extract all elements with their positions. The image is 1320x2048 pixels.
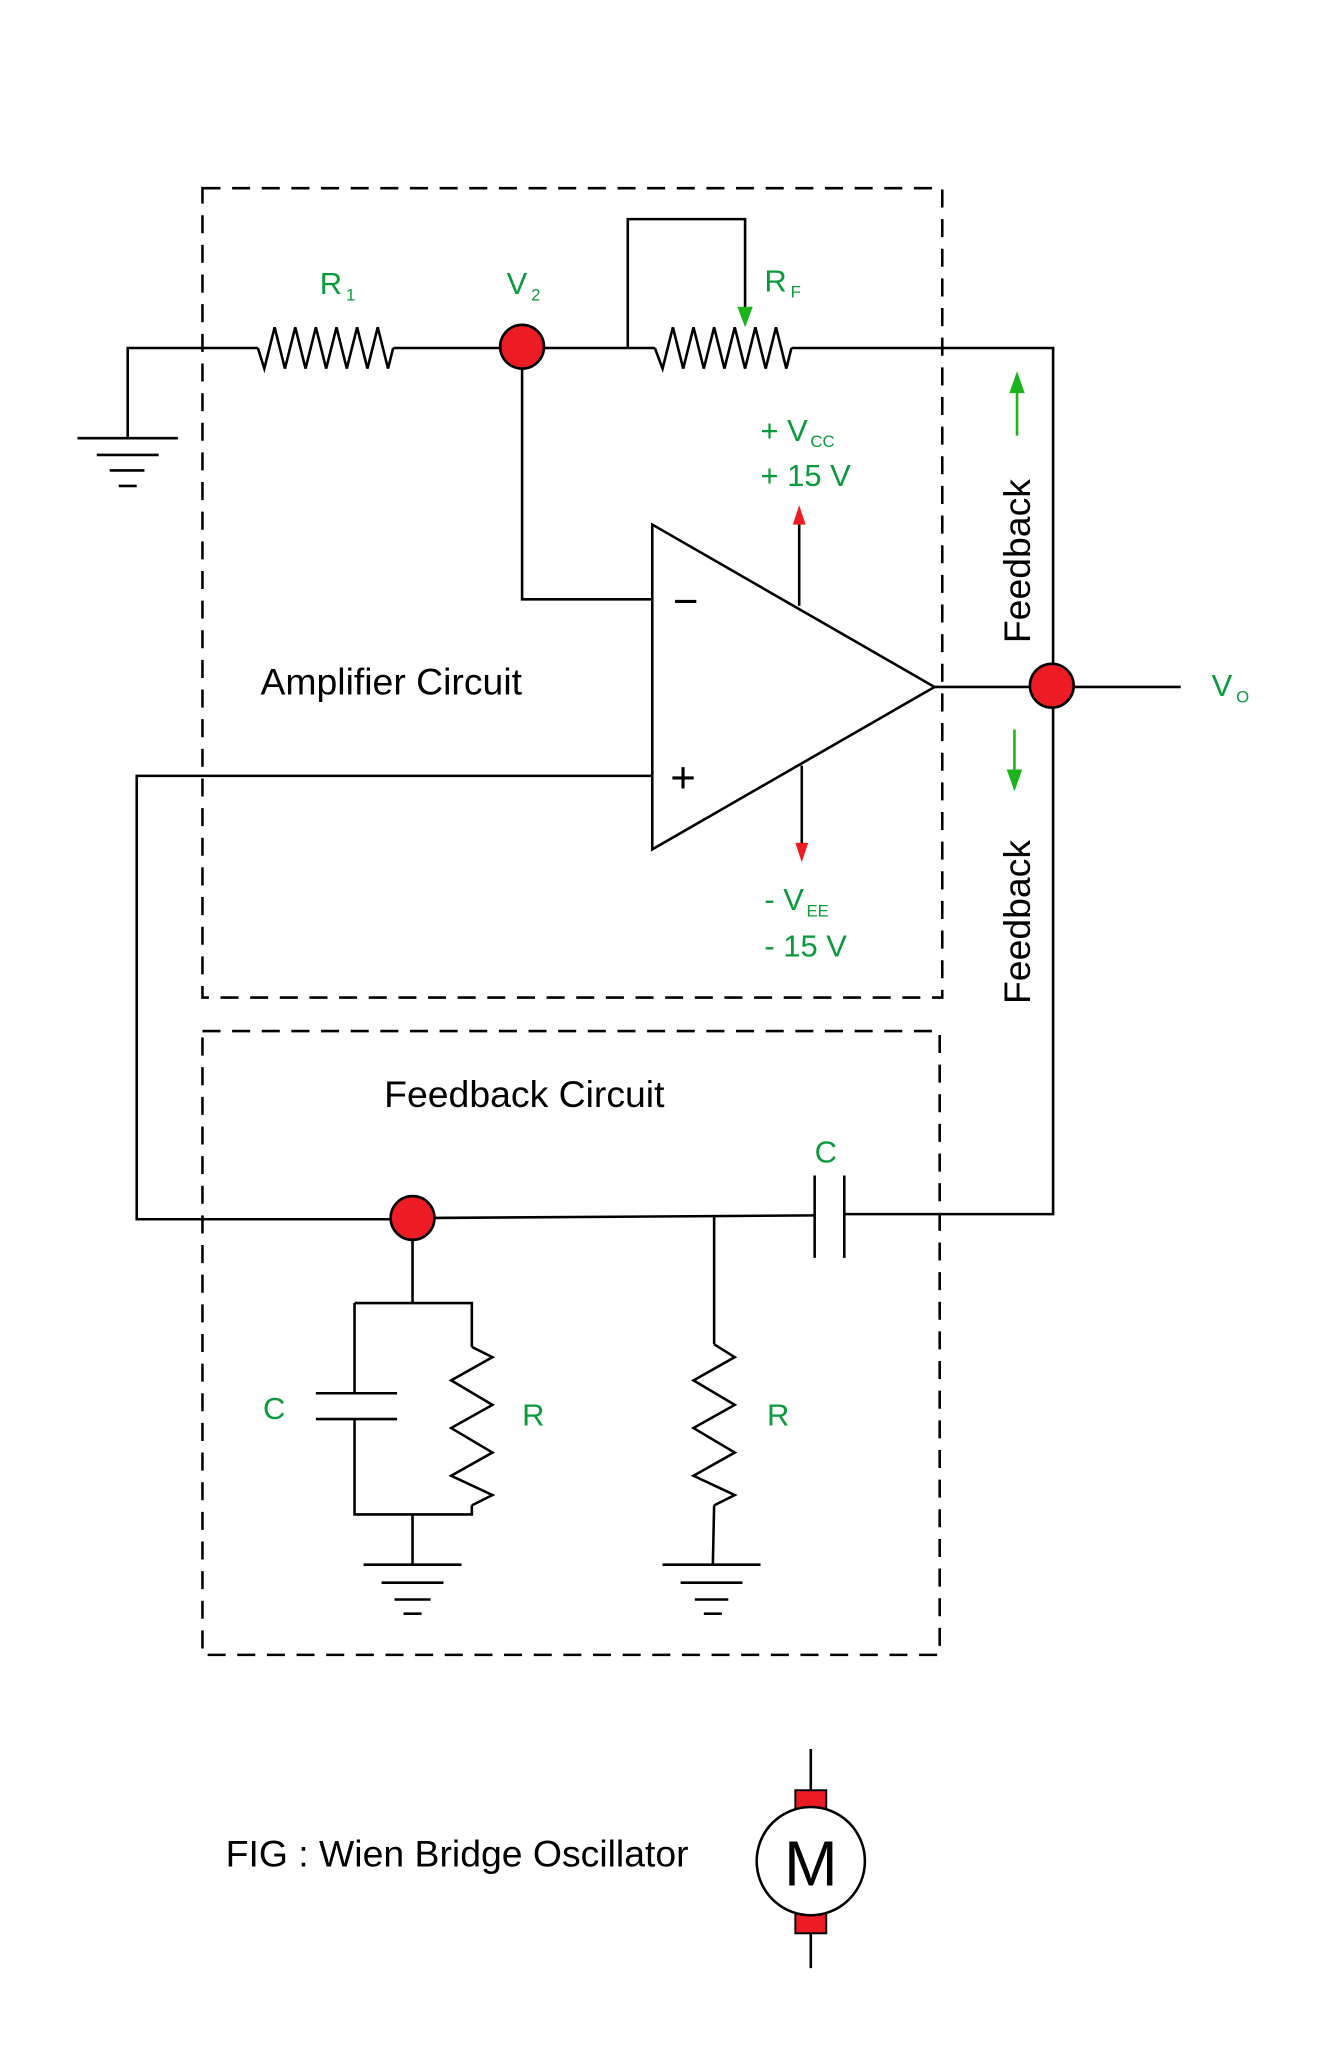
c-parallel-label: C bbox=[263, 1391, 285, 1426]
feedback-circuit-label: Feedback Circuit bbox=[384, 1073, 665, 1115]
r-parallel-label: R bbox=[522, 1397, 544, 1432]
resistor-r1 bbox=[202, 327, 501, 374]
ground-icon bbox=[363, 1563, 462, 1615]
feedback-block-outline bbox=[201, 1029, 941, 1657]
resistor-shunt bbox=[690, 1216, 738, 1565]
inverting-input-symbol: − bbox=[673, 577, 699, 626]
node-v2 bbox=[498, 323, 546, 370]
vee-arrow-icon bbox=[795, 842, 809, 863]
wiper-arrow-icon bbox=[737, 306, 753, 328]
vcc-arrow-icon bbox=[792, 505, 806, 525]
potentiometer-rf bbox=[626, 217, 1055, 664]
motor-label: M bbox=[784, 1828, 838, 1900]
r-shunt-label: R bbox=[767, 1397, 789, 1432]
amplifier-block-outline bbox=[201, 186, 944, 999]
amplifier-circuit-label: Amplifier Circuit bbox=[260, 661, 522, 703]
vee-value: - 15 V bbox=[764, 928, 847, 963]
ground-icon bbox=[662, 1563, 761, 1615]
feedback-down-arrow-icon bbox=[1006, 769, 1023, 792]
node-noninverting bbox=[389, 1194, 436, 1242]
feedback-up-label: Feedback bbox=[996, 479, 1038, 643]
parallel-rc bbox=[315, 1239, 496, 1565]
node-output bbox=[1028, 662, 1076, 709]
capacitor-series bbox=[813, 1175, 846, 1258]
figure-caption: FIG : Wien Bridge Oscillator bbox=[226, 1832, 689, 1874]
motor-icon: M bbox=[755, 1748, 867, 1969]
feedback-up-arrow-icon bbox=[1009, 371, 1025, 394]
op-amp: − + bbox=[650, 522, 938, 852]
vcc-value: + 15 V bbox=[761, 458, 852, 493]
feedback-down-label: Feedback bbox=[996, 840, 1038, 1004]
c-series-label: C bbox=[815, 1135, 837, 1170]
ground-icon bbox=[77, 346, 203, 488]
noninverting-input-symbol: + bbox=[670, 754, 696, 803]
